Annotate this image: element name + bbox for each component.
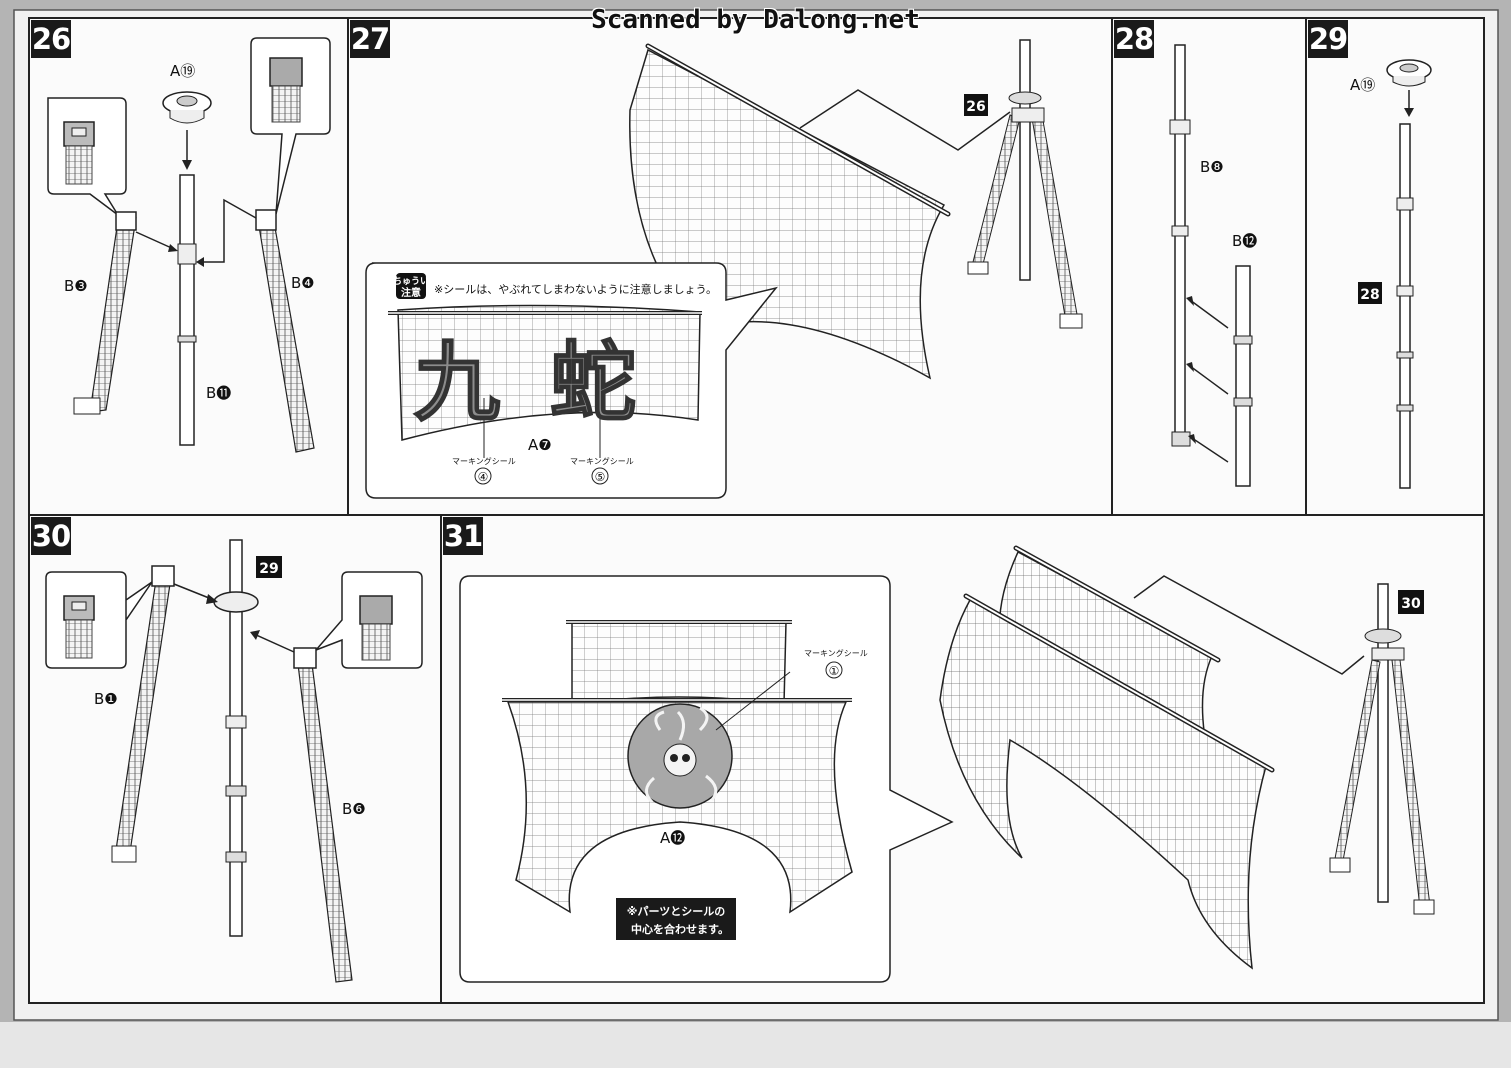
ref-step-29-label: 29 <box>259 561 278 577</box>
panel-27 <box>365 39 1083 499</box>
decal-kanji-right: 蛇 <box>550 332 636 433</box>
panel-26 <box>47 37 331 453</box>
panel-29 <box>1358 59 1432 489</box>
panel-28-frame <box>1111 17 1307 516</box>
part-label-b12: B⓬ <box>1232 232 1257 250</box>
caution-badge-sub: ちゅうい <box>393 276 429 287</box>
mast-assembly-29 <box>229 539 243 937</box>
part-label-b4: B❹ <box>291 274 315 292</box>
step-number-27: 27 <box>350 20 390 58</box>
alignment-note-line2: 中心を合わせます。 <box>631 922 729 936</box>
marking-number-5: ⑤ <box>595 470 606 484</box>
panel-31 <box>459 545 1435 983</box>
ref-step-26-box <box>964 94 988 116</box>
part-label-b3: B❸ <box>64 277 88 295</box>
mast-assembly-30 <box>1377 583 1389 903</box>
lower-sail-assembled <box>939 598 1267 970</box>
marking-number-4: ④ <box>478 470 489 484</box>
step-number-28: 28 <box>1114 20 1154 58</box>
mast-assembly-28 <box>1399 123 1411 489</box>
part-label-b8: B❽ <box>1200 158 1224 176</box>
alignment-note-box <box>616 898 736 940</box>
alignment-note-line1: ※パーツとシールの <box>627 905 725 918</box>
marking-label-5: マーキングシール <box>570 456 634 466</box>
panel-30 <box>45 539 423 983</box>
bottom-margin <box>0 1022 1511 1068</box>
part-label-b1: B❶ <box>94 690 118 708</box>
step-number-30: 30 <box>31 517 71 555</box>
decal-kanji-left: 九 <box>414 332 500 433</box>
part-label-a19-step29: A⑲ <box>1350 76 1375 94</box>
step-number-29: 29 <box>1308 20 1348 58</box>
part-label-a12: A⓬ <box>660 829 685 847</box>
scanner-watermark: Scanned by Dalong.net <box>591 5 920 35</box>
part-label-a7: A❼ <box>528 436 552 454</box>
mast-b8 <box>1174 44 1186 446</box>
caution-text: ※シールは、やぶれてしまわないように注意しましょう。 <box>434 282 717 296</box>
ref-step-26-label: 26 <box>966 99 985 115</box>
mast-b11 <box>179 174 195 446</box>
part-label-b11: B⓫ <box>206 384 231 402</box>
mast-assembly-26 <box>1019 39 1031 281</box>
marking-number-1: ① <box>829 664 840 678</box>
sail-decal-preview <box>397 304 701 441</box>
step-number-26: 26 <box>31 20 71 58</box>
panel-28 <box>1169 44 1253 487</box>
caution-badge <box>396 273 426 299</box>
ref-step-28-label: 28 <box>1360 287 1379 303</box>
ref-step-30-label: 30 <box>1401 596 1421 612</box>
part-label-a19: A⑲ <box>170 62 195 80</box>
top-sail-preview <box>571 621 787 705</box>
mast-b12 <box>1235 265 1251 487</box>
panel-29-frame <box>1305 17 1485 516</box>
part-label-b6: B❻ <box>342 800 366 818</box>
step-number-31: 31 <box>443 517 483 555</box>
caution-badge-label: 注意 <box>401 286 421 299</box>
marking-label-4: マーキングシール <box>452 456 516 466</box>
marking-label-1: マーキングシール <box>804 648 868 658</box>
